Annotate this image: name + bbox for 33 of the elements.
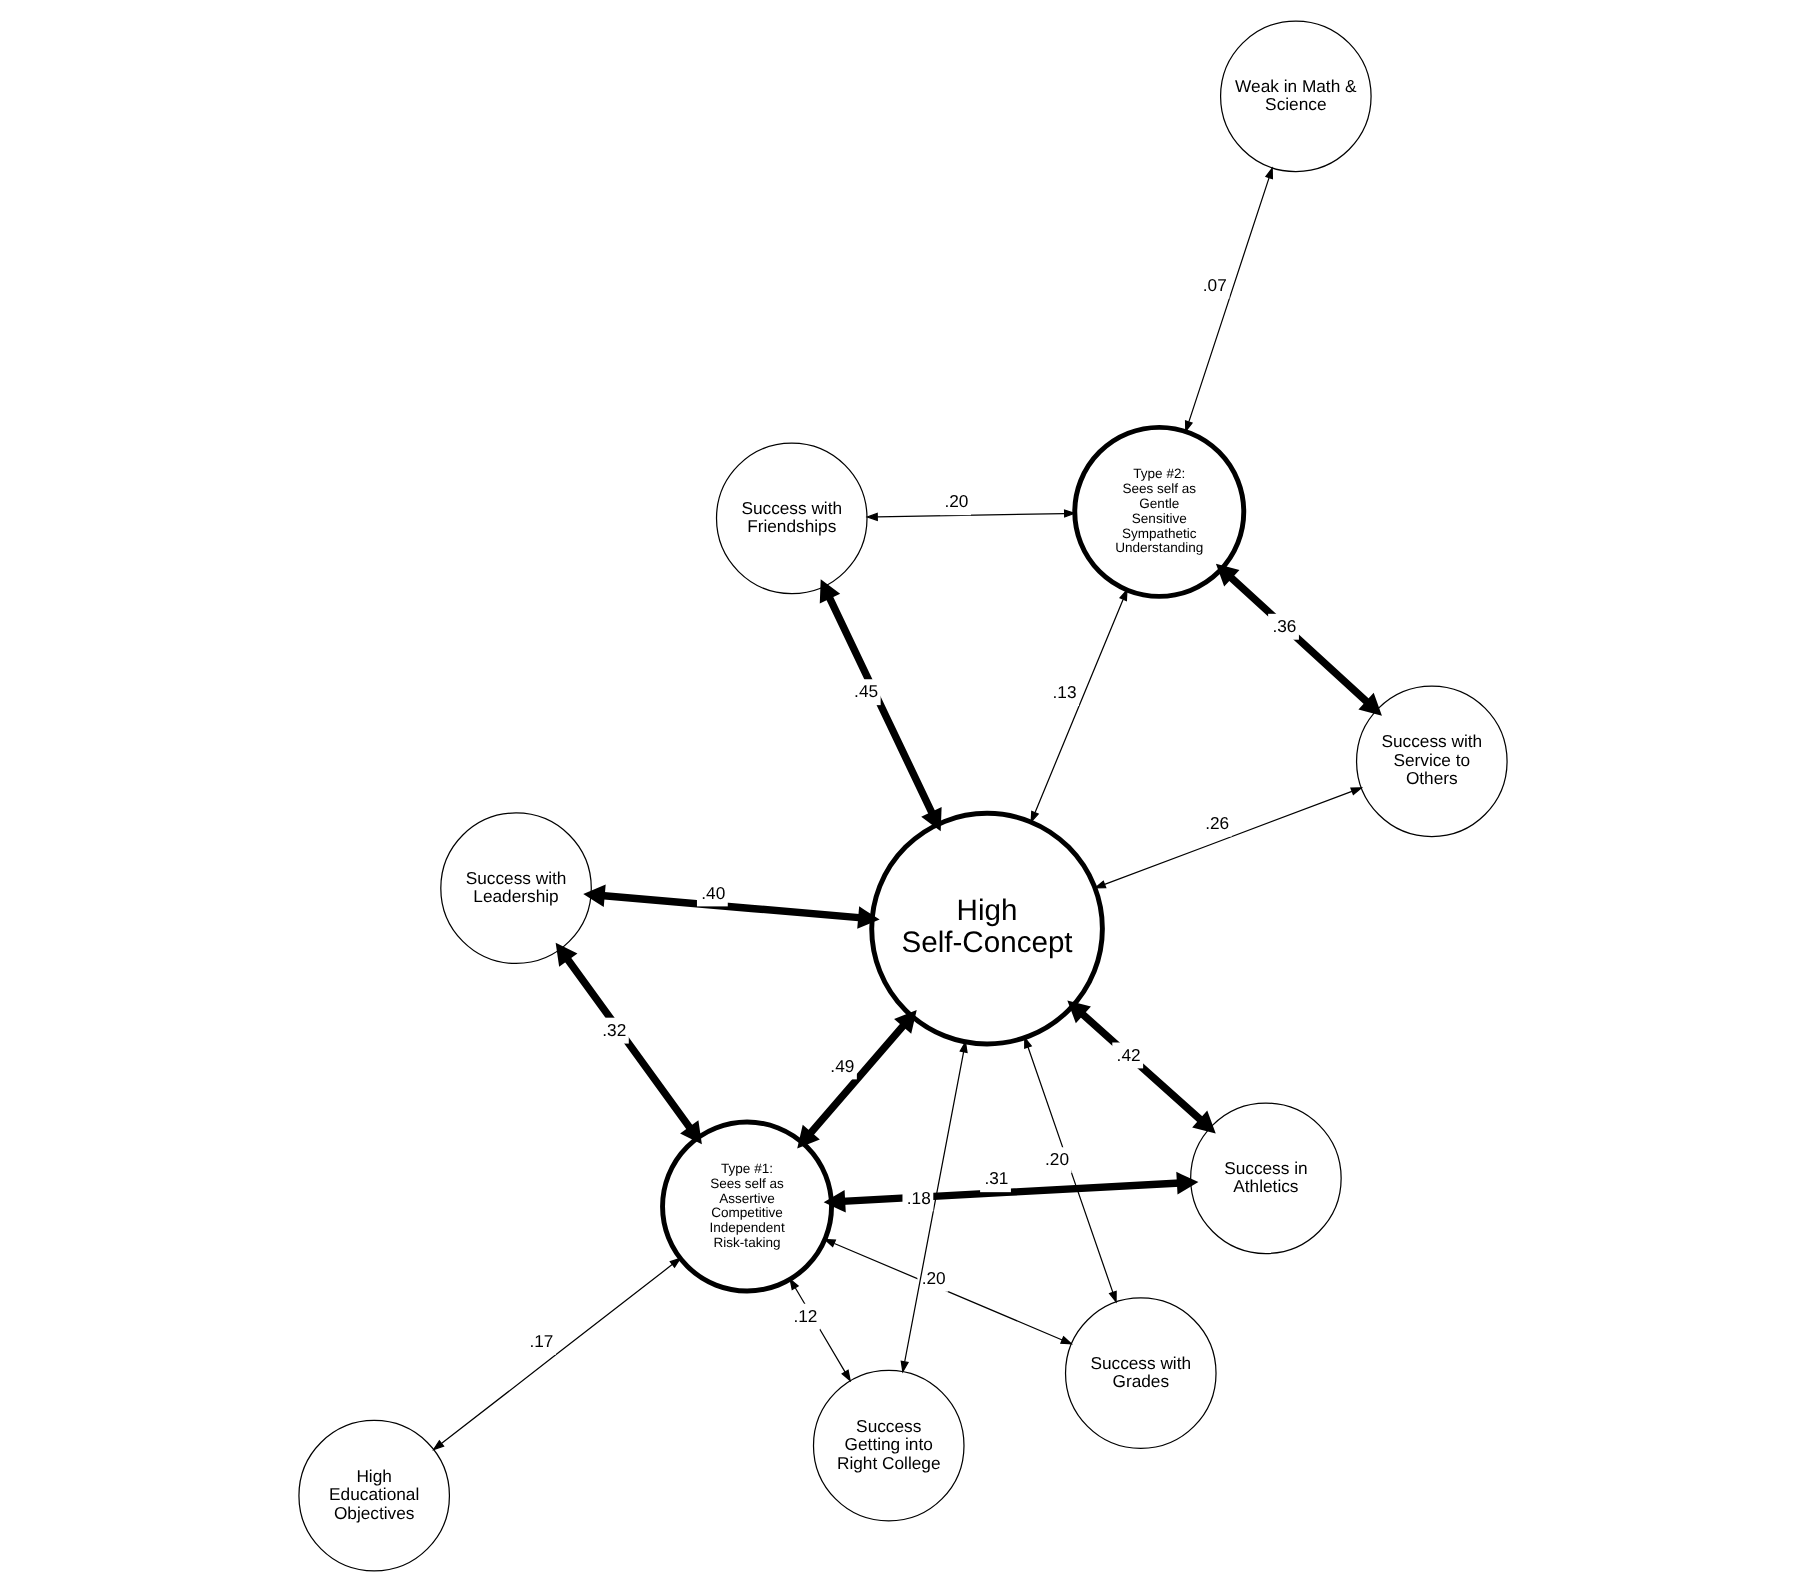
arrow [797, 1010, 917, 1149]
arrow [1024, 1035, 1117, 1304]
arrow [1067, 1000, 1216, 1134]
arrow [823, 1238, 1073, 1345]
edge-label: .20 [921, 1267, 946, 1288]
arrow [865, 509, 1077, 522]
node-circle: High Educational Objectives [298, 1419, 451, 1572]
edge-label: .49 [830, 1055, 855, 1076]
edge-label: .26 [1205, 812, 1230, 833]
edge-label: .07 [1202, 274, 1227, 295]
arrow [1215, 563, 1382, 716]
edge-label: .40 [701, 882, 726, 903]
node-circle: Success with Grades [1064, 1297, 1217, 1450]
edge-label: .17 [529, 1330, 554, 1351]
arrow [819, 579, 942, 832]
edge-label: .36 [1272, 615, 1297, 636]
edge-label: .42 [1116, 1044, 1141, 1065]
arrow [432, 1257, 682, 1451]
arrow [1030, 588, 1128, 824]
edge-label: .45 [854, 681, 879, 702]
arrow [1184, 166, 1274, 433]
edge-label: .13 [1052, 682, 1077, 703]
arrow [555, 942, 702, 1145]
edge-label: .20 [1045, 1149, 1070, 1170]
node-circle: Success with Friendships [715, 442, 868, 595]
edge-label: .20 [944, 491, 969, 512]
arrow [1093, 787, 1364, 889]
edge-label: .31 [984, 1168, 1009, 1189]
edge-label: .32 [602, 1019, 627, 1040]
edge-label: .12 [793, 1305, 818, 1326]
edge-label: .18 [906, 1187, 931, 1208]
node-circle: Weak in Math & Science [1219, 20, 1372, 173]
arrow [583, 884, 880, 929]
